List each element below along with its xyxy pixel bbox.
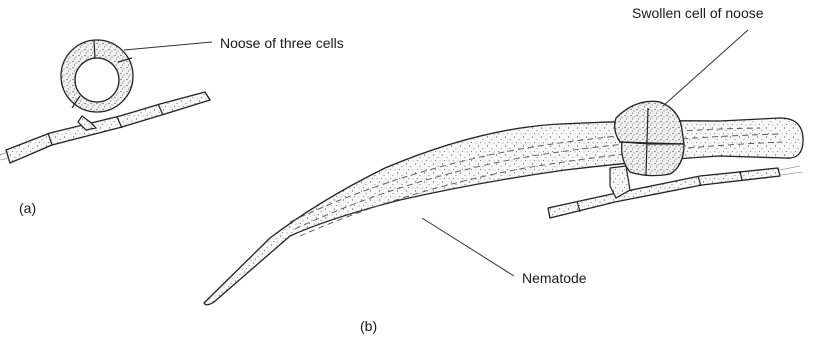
panel-b-drawing bbox=[204, 30, 803, 305]
nematode-body bbox=[204, 118, 803, 305]
swollen-noose-cells bbox=[615, 101, 684, 176]
label-noose-three-cells: Noose of three cells bbox=[220, 35, 344, 51]
leader-noose-three-cells bbox=[124, 42, 212, 50]
panel-a-drawing bbox=[0, 40, 212, 163]
hypha-b bbox=[548, 166, 802, 218]
leader-swollen-cell bbox=[663, 30, 748, 106]
label-panel-b: (b) bbox=[360, 318, 377, 334]
leader-nematode bbox=[422, 218, 514, 276]
label-panel-a: (a) bbox=[19, 200, 36, 216]
noose-ring-a bbox=[61, 40, 133, 112]
label-nematode: Nematode bbox=[522, 270, 587, 286]
label-swollen-cell: Swollen cell of noose bbox=[632, 5, 764, 21]
